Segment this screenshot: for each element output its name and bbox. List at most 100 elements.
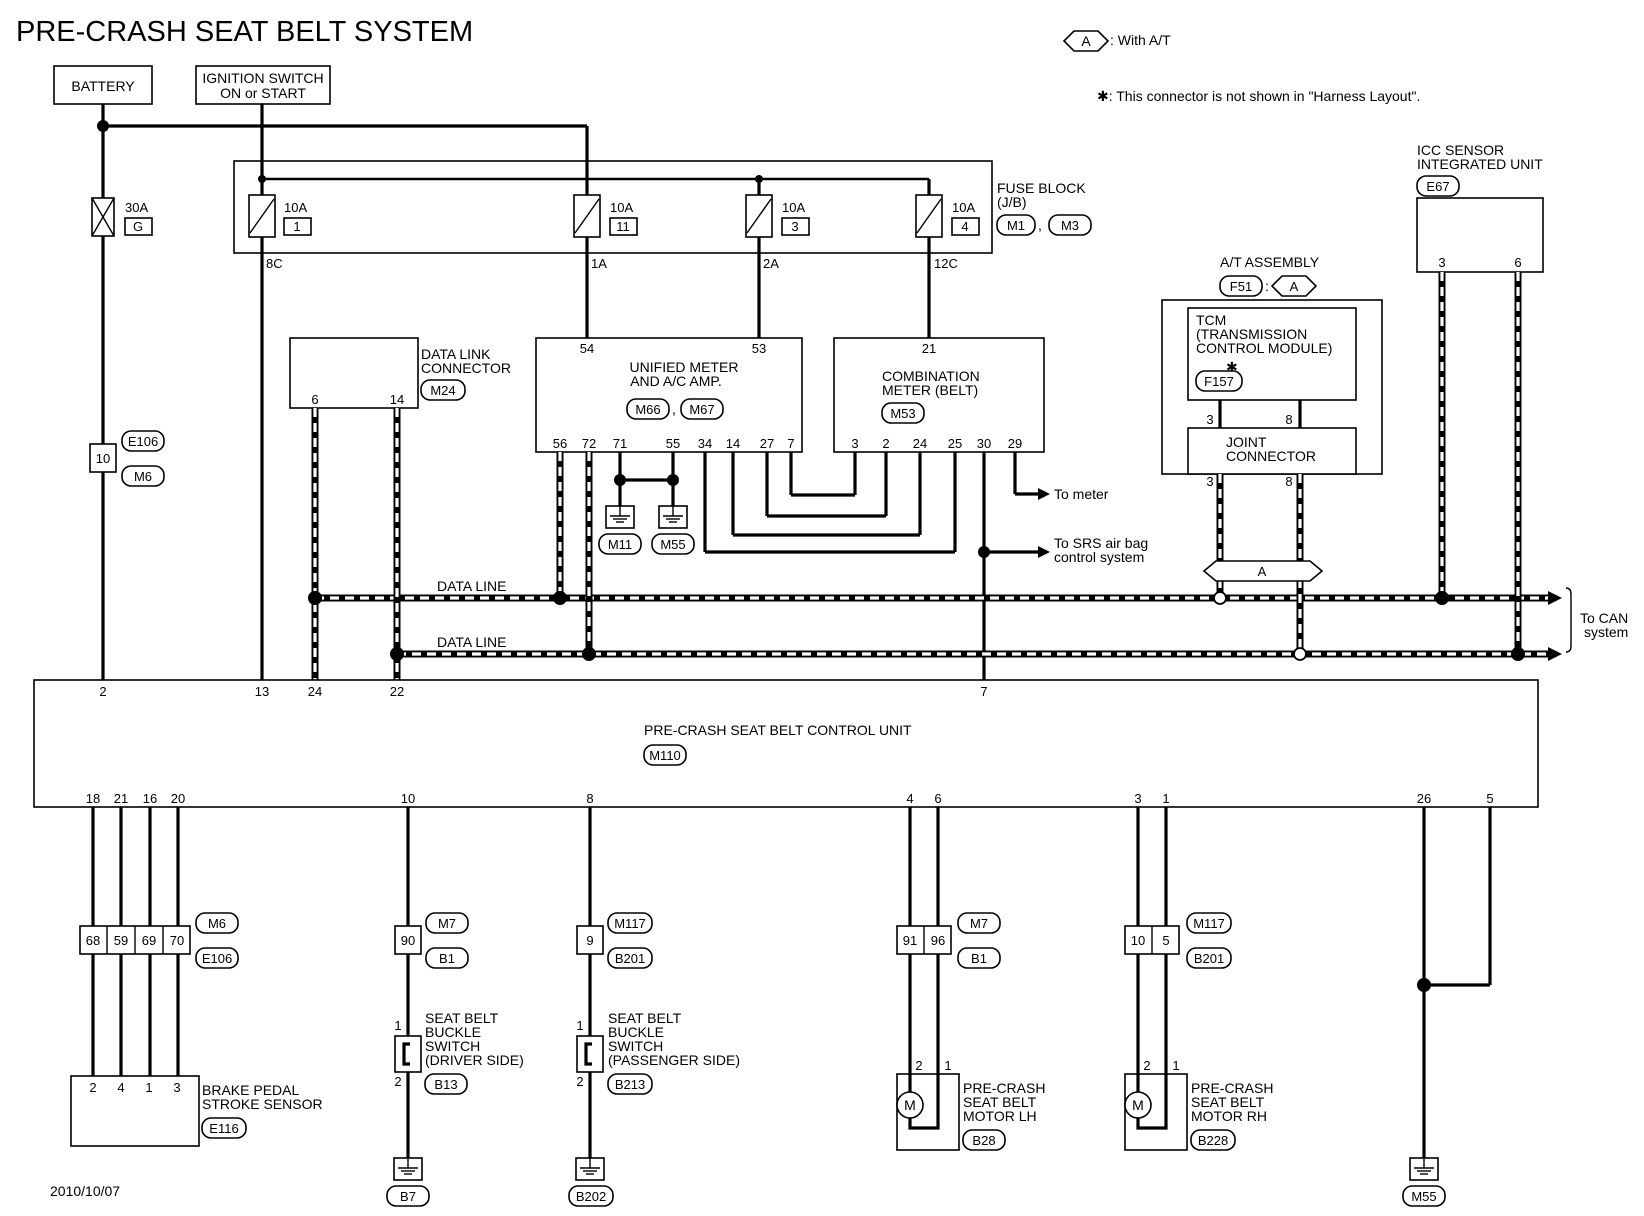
passenger-harness-conn-1: M117 [614, 916, 646, 931]
meter-amp-pin-34: 34 [698, 436, 712, 451]
motor-rh: M [1124, 1073, 1188, 1151]
ground-b7-label: B7 [400, 1189, 416, 1204]
passenger-buckle-label-2: BUCKLE [608, 1024, 664, 1040]
cu-pin-3: 3 [1134, 791, 1141, 806]
fuse-block-connector-1 [996, 214, 1036, 236]
ignition-label-1: IGNITION SWITCH [202, 70, 323, 86]
meter-amp-pin-54: 54 [580, 341, 594, 356]
meter-amp-comma: , [672, 401, 676, 417]
comb-pin-30: 30 [977, 436, 991, 451]
battery-box [53, 65, 153, 105]
fuse-3-id: 3 [791, 219, 798, 234]
icc-connector: E67 [1426, 179, 1449, 194]
at-option-code: A [1290, 279, 1299, 294]
to-can-label-1: To CAN [1580, 610, 1628, 626]
driver-buckle-label-4: (DRIVER SIDE) [425, 1052, 524, 1068]
option-legend-text: : With A/T [1110, 32, 1171, 48]
passenger-buckle-pin-2: 2 [576, 1074, 583, 1089]
motor-rh-pin-2: 2 [1143, 1058, 1150, 1073]
inline-connector-passenger [576, 925, 604, 955]
ground-m55-bottom-label: M55 [1411, 1189, 1436, 1204]
brake-sensor-connector: E116 [209, 1121, 238, 1136]
pre-crash-control-unit-box [33, 679, 1539, 808]
inline-connector-driver [394, 925, 422, 955]
star-note: ✱: This connector is not shown in "Harne… [1097, 88, 1420, 104]
diagram-title: PRE-CRASH SEAT BELT SYSTEM [16, 16, 473, 48]
dlc-pin-6: 6 [311, 392, 318, 407]
ground-m55-top-label: M55 [660, 537, 685, 552]
passenger-buckle-connector: B213 [615, 1077, 645, 1092]
motor-rh-label-1: PRE-CRASH [1191, 1080, 1273, 1096]
tcm-pin-3: 3 [1206, 412, 1213, 427]
rh-harness-conn-2: B201 [1194, 951, 1224, 966]
control-unit-label: PRE-CRASH SEAT BELT CONTROL UNIT [644, 722, 912, 738]
fuse-30a-g: 30A G [91, 197, 153, 237]
cu-pin-22: 22 [390, 684, 404, 699]
brake-label-2: STROKE SENSOR [202, 1096, 323, 1112]
meter-amp-pin-14: 14 [726, 436, 740, 451]
cu-pin-16: 16 [143, 791, 157, 806]
battery-harness-conn-2: M6 [134, 469, 152, 484]
driver-buckle-connector: B13 [434, 1077, 457, 1092]
at-colon: : [1265, 278, 1269, 294]
meter-amp-connector-2: M67 [689, 402, 714, 417]
control-unit-top-pins: 2 13 24 22 7 [99, 684, 987, 699]
motor-lh-label-3: MOTOR LH [963, 1108, 1037, 1124]
fuse-11-id: 11 [616, 219, 630, 234]
data-line-label-2: DATA LINE [437, 634, 507, 650]
control-unit-connector: M110 [649, 748, 681, 763]
battery-harness-conn-1: E106 [128, 434, 158, 449]
fuse-10a-11: 10A 11 1A [573, 194, 638, 338]
ground-m55-top: M55 [651, 505, 695, 555]
cu-pin-10: 10 [401, 791, 415, 806]
comb-pin-29: 29 [1008, 436, 1022, 451]
cu-pin-5: 5 [1486, 791, 1493, 806]
brake-sensor-pin-2: 2 [89, 1080, 96, 1095]
motor-lh-label-1: PRE-CRASH [963, 1080, 1045, 1096]
passenger-harness-conn-2: B201 [615, 951, 645, 966]
tcm-label-1: TCM [1196, 312, 1226, 328]
brake-inline-68: 68 [86, 933, 100, 948]
ground-m11: M11 [598, 505, 642, 555]
motor-lh-connector: B28 [972, 1133, 995, 1148]
brake-inline-59: 59 [114, 933, 128, 948]
option-legend: A : With A/T [1062, 30, 1171, 52]
rh-harness-conn-1: M117 [1193, 916, 1225, 931]
cu-pin-2: 2 [99, 684, 106, 699]
brake-harness-conn-2: E106 [202, 951, 232, 966]
icc-sensor-box [1416, 197, 1544, 273]
driver-harness-conn-1: M7 [438, 916, 456, 931]
driver-buckle-switch [394, 1035, 422, 1073]
meter-amp-label-2: AND A/C AMP. [630, 373, 722, 389]
motor-rh-symbol: M [1132, 1097, 1144, 1113]
dlc-pin-14: 14 [390, 392, 404, 407]
inline-battery-pin: 10 [96, 451, 110, 466]
driver-buckle-label-3: SWITCH [425, 1038, 480, 1054]
motor-lh-pin-1: 1 [944, 1058, 951, 1073]
fuse-1-output: 8C [266, 256, 283, 271]
cu-pin-24: 24 [308, 684, 322, 699]
brake-pedal-stroke-sensor-box [70, 1075, 200, 1147]
brake-sensor-pin-1: 1 [145, 1080, 152, 1095]
fuse-block-label-2: (J/B) [997, 194, 1027, 210]
fuse-11-amp: 10A [610, 200, 633, 215]
tcm-pin-8: 8 [1285, 412, 1292, 427]
cu-pin-4: 4 [906, 791, 913, 806]
comb-meter-bottom-pins: 3 2 24 25 30 29 [851, 436, 1022, 451]
fuse-block-connector-2-label: M3 [1061, 218, 1079, 233]
fuse-block-connector-2 [1048, 214, 1092, 236]
fuse-4-output: 12C [934, 256, 958, 271]
joint-connector-box [1187, 427, 1357, 475]
to-meter-label: To meter [1054, 486, 1109, 502]
comb-meter-label-1: COMBINATION [882, 368, 980, 384]
comb-pin-24: 24 [913, 436, 927, 451]
meter-amp-pin-72: 72 [582, 436, 596, 451]
motor-lh-pin-2: 2 [915, 1058, 922, 1073]
tcm-connector: F157 [1204, 374, 1234, 389]
tcm-label-2: (TRANSMISSION [1196, 326, 1307, 342]
ground-m55-bottom: M55 [1402, 1157, 1446, 1207]
combination-meter-box [833, 337, 1045, 453]
brake-inline-70: 70 [170, 933, 184, 948]
motor-lh: M [896, 1073, 960, 1151]
